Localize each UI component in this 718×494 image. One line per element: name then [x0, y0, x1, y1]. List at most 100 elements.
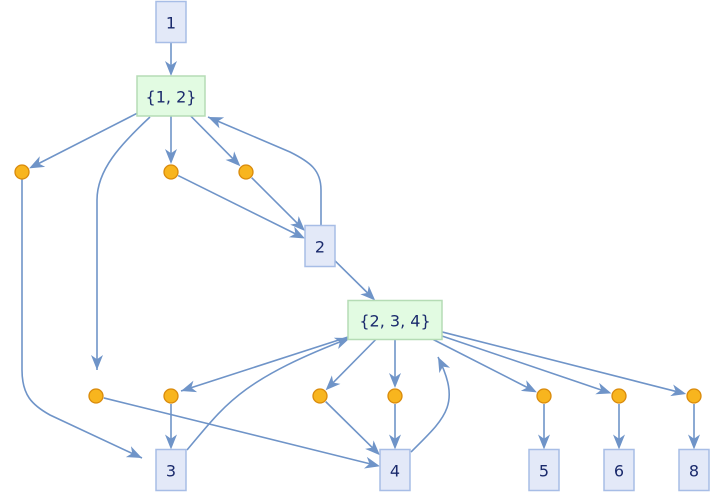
event-dot-d1[interactable] [14, 164, 30, 180]
edge-d2-to-s2 [177, 174, 305, 239]
event-dot-d6[interactable] [312, 388, 328, 404]
arrowhead-icon [325, 375, 341, 391]
edge-d4-to-s4 [103, 397, 380, 469]
edge-d10-to-s8 [688, 404, 700, 450]
edge-d5-to-s3 [165, 404, 177, 450]
arrowhead-icon [225, 151, 241, 167]
event-node-e234[interactable]: {2, 3, 4} [347, 299, 443, 341]
edge-e234-to-d9 [441, 335, 612, 395]
edge-e234-to-d6 [325, 338, 377, 391]
event-dot-d9[interactable] [611, 388, 627, 404]
arrowhead-icon [389, 373, 401, 388]
node-box[interactable] [678, 448, 710, 492]
arrowhead-icon [333, 337, 350, 349]
edge-e234-to-d8 [432, 338, 537, 393]
edge-line [21, 179, 143, 459]
event-dot-d4[interactable] [88, 388, 104, 404]
node-box[interactable] [136, 75, 206, 117]
node-label: 2 [315, 238, 325, 257]
event-dot-d3[interactable] [238, 164, 254, 180]
edge-d1-to-s3 [21, 179, 143, 459]
edge-d9-to-s6 [613, 404, 625, 450]
edge-e12-to-d1 [29, 112, 138, 169]
node-label: {1, 2} [146, 88, 197, 107]
node-box[interactable] [603, 448, 635, 492]
event-dot-d10[interactable] [686, 388, 702, 404]
arrowhead-icon [363, 456, 380, 469]
arrowhead-icon [91, 355, 103, 370]
node-label: 4 [390, 462, 400, 481]
edge-e234-to-d10 [441, 331, 687, 397]
event-dot-d7[interactable] [387, 388, 403, 404]
dot-marker[interactable] [14, 164, 30, 180]
node-label: 3 [166, 462, 176, 481]
edge-e234-to-d7 [389, 339, 401, 388]
arrowhead-icon [670, 384, 687, 397]
edge-e234-to-d5 [180, 336, 349, 393]
arrowhead-icon [181, 380, 198, 393]
edge-s4-to-e234 [410, 356, 451, 453]
edge-d7-to-s4 [389, 404, 401, 450]
state-node-s6[interactable]: 6 [603, 448, 635, 492]
state-node-s5[interactable]: 5 [528, 448, 560, 492]
state-node-s3[interactable]: 3 [155, 448, 187, 492]
edge-line [251, 177, 300, 226]
dot-marker[interactable] [536, 388, 552, 404]
edge-s1-to-e12 [165, 42, 177, 76]
node-box[interactable] [379, 448, 411, 492]
state-node-s8[interactable]: 8 [678, 448, 710, 492]
edge-s3-to-e234 [186, 337, 351, 451]
nodes-layer: 1 {1, 2} 2 {2, 3, 4} 3 4 5 6 8 [14, 0, 710, 492]
arrowhead-icon [595, 382, 612, 395]
arrowhead-icon [360, 285, 376, 301]
node-box[interactable] [528, 448, 560, 492]
arrowhead-icon [538, 434, 550, 450]
dot-marker[interactable] [88, 388, 104, 404]
dot-marker[interactable] [163, 388, 179, 404]
edge-line [334, 260, 371, 296]
edge-s2-to-e12 [207, 116, 322, 225]
event-dot-d5[interactable] [163, 388, 179, 404]
node-label: 6 [614, 462, 624, 481]
edge-d6-to-s4 [325, 401, 380, 456]
edge-d3-to-s2 [251, 177, 305, 231]
node-label: {2, 3, 4} [359, 312, 430, 331]
arrowhead-icon [29, 156, 46, 169]
edge-line [207, 116, 322, 225]
edge-line [190, 115, 236, 162]
edge-s2-to-e234 [334, 260, 376, 301]
edge-e12-to-d4 [91, 116, 151, 370]
arrowhead-icon [165, 149, 177, 164]
state-node-s1[interactable]: 1 [155, 0, 187, 44]
edge-line [180, 336, 349, 392]
arrowhead-icon [438, 357, 451, 374]
edge-line [103, 397, 373, 466]
node-label: 1 [166, 14, 176, 33]
event-dot-d2[interactable] [163, 164, 179, 180]
arrowhead-icon [208, 117, 225, 129]
edges-layer [21, 42, 700, 469]
arrowhead-icon [688, 434, 700, 450]
edge-e12-to-d2 [165, 116, 177, 164]
dot-marker[interactable] [238, 164, 254, 180]
node-box[interactable] [347, 299, 443, 341]
dot-marker[interactable] [163, 164, 179, 180]
state-node-s2[interactable]: 2 [304, 224, 336, 268]
arrowhead-icon [389, 434, 401, 450]
node-box[interactable] [304, 224, 336, 268]
dot-marker[interactable] [611, 388, 627, 404]
node-box[interactable] [155, 448, 187, 492]
node-box[interactable] [155, 0, 187, 44]
state-node-s4[interactable]: 4 [379, 448, 411, 492]
node-label: 5 [539, 462, 549, 481]
event-node-e12[interactable]: {1, 2} [136, 75, 206, 117]
dot-marker[interactable] [312, 388, 328, 404]
edge-line [441, 331, 679, 393]
edge-line [186, 337, 351, 451]
dot-marker[interactable] [387, 388, 403, 404]
edge-line [35, 112, 138, 166]
event-dot-d8[interactable] [536, 388, 552, 404]
arrowhead-icon [520, 380, 537, 393]
dot-marker[interactable] [686, 388, 702, 404]
edge-line [432, 338, 531, 390]
